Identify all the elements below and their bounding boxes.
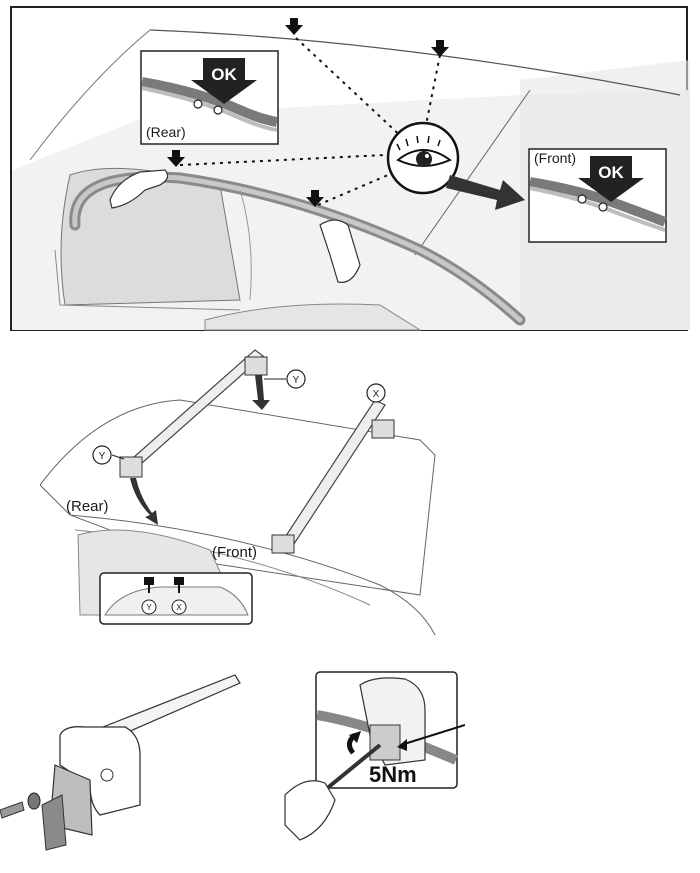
inset-side-markers: Y X [99, 572, 253, 625]
svg-text:X: X [176, 603, 182, 612]
front-label-2: (Front) [212, 544, 257, 561]
roof-alignment-illustration: OK (Rear) OK (Front) [10, 6, 690, 331]
panel-roof-alignment: OK (Rear) OK (Front) [0, 0, 700, 335]
svg-text:Y: Y [146, 603, 152, 612]
panel-bar-placement: Y Y X (Rear) (Front) Y X [40, 345, 440, 645]
marker-x: X [366, 383, 386, 403]
inset-rear: OK (Rear) [140, 50, 279, 145]
torque-illustration: 5Nm [284, 671, 465, 841]
foot-assembly-illustration [0, 674, 241, 851]
svg-text:Y: Y [99, 451, 106, 462]
marker-y-rear: Y [92, 445, 112, 465]
marker-y-front: Y [286, 369, 306, 389]
torque-value: 5Nm [369, 762, 417, 787]
rear-label: (Rear) [146, 124, 186, 140]
panel-foot-assembly [0, 665, 245, 860]
ok-rear-label: OK [211, 65, 237, 84]
ok-front-label: OK [598, 163, 624, 182]
front-label: (Front) [534, 150, 576, 166]
svg-text:X: X [373, 389, 380, 400]
panel-torque: 5Nm [275, 665, 465, 865]
inset-front: OK (Front) [528, 148, 667, 243]
bar-placement-illustration: Y Y X (Rear) (Front) Y X [40, 349, 436, 636]
svg-text:Y: Y [293, 375, 300, 386]
rear-label-2: (Rear) [66, 498, 109, 515]
eye-icon [386, 121, 460, 195]
direction-arrow [446, 175, 525, 210]
